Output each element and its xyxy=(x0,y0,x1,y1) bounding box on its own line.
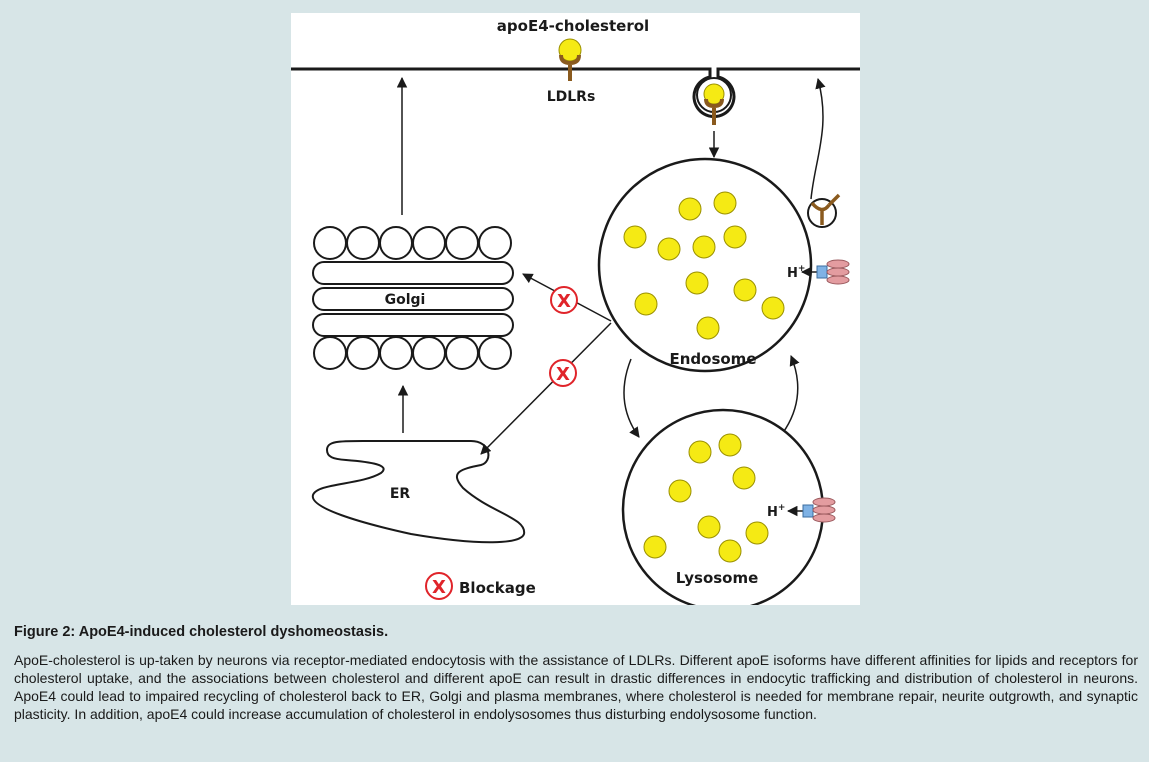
golgi-cisterna xyxy=(312,287,514,311)
endosome-cholesterol xyxy=(692,235,716,259)
golgi xyxy=(312,226,514,370)
golgi-vesicle xyxy=(478,336,512,370)
endosome-cholesterol xyxy=(634,292,658,316)
lysosome-cholesterol xyxy=(668,479,692,503)
endosome-cholesterol-particles xyxy=(623,191,785,340)
figure-caption-body: ApoE-cholesterol is up-taken by neurons … xyxy=(14,652,1138,722)
svg-text:X: X xyxy=(432,577,446,598)
golgi-vesicle xyxy=(346,336,380,370)
golgi-vesicle xyxy=(313,226,347,260)
arrow-recycling-to-membrane xyxy=(810,77,826,200)
arrow-endosome-to-lysosome xyxy=(623,358,640,438)
golgi-cisterna xyxy=(312,313,514,337)
ldlrs-label: LDLRs xyxy=(547,89,596,105)
blockage-legend: X Blockage xyxy=(425,572,536,600)
endosome-label: Endosome xyxy=(669,350,756,368)
lysosome-cholesterol xyxy=(745,521,769,545)
golgi-vesicle xyxy=(445,336,479,370)
ldlr-receptor-vesicle xyxy=(704,98,724,125)
er-label: ER xyxy=(390,486,411,502)
endosome-cholesterol xyxy=(623,225,647,249)
endosome-bud-receptor xyxy=(810,193,841,225)
golgi-label: Golgi xyxy=(385,292,426,308)
figure-caption-title: Figure 2: ApoE4-induced cholesterol dysh… xyxy=(14,624,389,640)
lysosome-proton-pump xyxy=(802,497,836,523)
golgi-cisterna xyxy=(312,261,514,285)
golgi-vesicle xyxy=(445,226,479,260)
endosome-cholesterol xyxy=(713,191,737,215)
svg-text:X: X xyxy=(556,364,570,385)
golgi-vesicle xyxy=(313,336,347,370)
lysosome-hplus-label: H+ xyxy=(767,503,785,520)
endoplasmic-reticulum xyxy=(311,440,526,544)
ldlr-receptor-surface xyxy=(559,54,581,81)
endosome-cholesterol xyxy=(733,278,757,302)
lysosome-cholesterol xyxy=(718,433,742,457)
blockage-legend-icon xyxy=(425,572,453,600)
lysosome-cholesterol xyxy=(697,515,721,539)
lysosome-label: Lysosome xyxy=(676,569,759,587)
lysosome-cholesterol xyxy=(732,466,756,490)
arrow-endosome-to-er-blocked xyxy=(480,322,612,455)
arrow-lysosome-to-endosome xyxy=(778,355,800,439)
svg-text:X: X xyxy=(557,291,571,312)
endosome-proton-pump xyxy=(816,259,850,285)
endosome-cholesterol xyxy=(678,197,702,221)
golgi-vesicle xyxy=(379,336,413,370)
golgi-vesicle xyxy=(379,226,413,260)
blockage-marker-golgi: X xyxy=(550,286,578,314)
golgi-vesicle xyxy=(412,226,446,260)
figure-diagram: apoE4-cholesterol LDLRs Endosome H+ xyxy=(291,17,860,605)
lysosome-cholesterol-particles xyxy=(643,433,769,563)
lysosome-cholesterol xyxy=(718,539,742,563)
blockage-legend-label: Blockage xyxy=(459,579,536,597)
endosome-cholesterol xyxy=(685,271,709,295)
lysosome-cholesterol xyxy=(643,535,667,559)
golgi-vesicle xyxy=(412,336,446,370)
endosome xyxy=(597,157,813,373)
lysosome-cholesterol xyxy=(688,440,712,464)
endosome-cholesterol xyxy=(761,296,785,320)
golgi-vesicle xyxy=(478,226,512,260)
endosome-cholesterol xyxy=(657,237,681,261)
apoe4-cholesterol-label: apoE4-cholesterol xyxy=(497,17,649,35)
figure-panel: apoE4-cholesterol LDLRs Endosome H+ xyxy=(291,13,860,605)
blockage-marker-er: X xyxy=(549,359,577,387)
golgi-vesicle xyxy=(346,226,380,260)
endosome-cholesterol xyxy=(723,225,747,249)
endosome-cholesterol xyxy=(696,316,720,340)
